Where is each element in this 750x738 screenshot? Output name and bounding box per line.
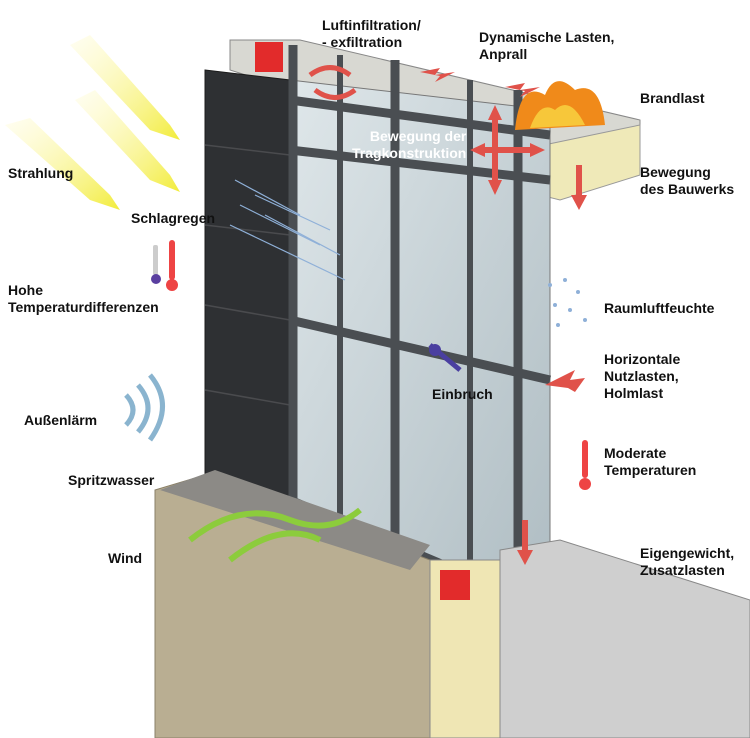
floor-right — [499, 539, 750, 738]
fire-protection-red — [255, 42, 283, 72]
label-horizontale-nutzlasten: Horizontale Nutzlasten, Holmlast — [604, 351, 681, 401]
label-eigengewicht: Eigengewicht, Zusatzlasten — [640, 545, 735, 578]
label-spritzwasser: Spritzwasser — [68, 472, 155, 488]
label-bewegung-tragkonstruktion: Bewegung der Tragkonstruktion — [352, 128, 467, 161]
label-moderate-temperaturen: Moderate Temperaturen — [604, 445, 697, 478]
burglary-tool-icon — [428, 343, 462, 372]
wind-arrows — [188, 507, 362, 563]
label-strahlung: Strahlung — [8, 165, 74, 181]
label-bewegung-bauwerk: Bewegung des Bauwerks — [640, 164, 735, 197]
intermediate-mullions — [337, 55, 473, 580]
label-aussenlaerm: Außenlärm — [24, 412, 98, 428]
thermometer-icons — [151, 240, 591, 490]
fire-icon — [515, 81, 605, 130]
label-luftinfiltration: Luftinfiltration/ - exfiltration — [322, 17, 421, 50]
sound-waves-icon — [124, 373, 165, 442]
load-arrows — [308, 65, 587, 565]
wall-joints — [204, 144, 291, 406]
label-einbruch: Einbruch — [432, 386, 493, 402]
label-schlagregen: Schlagregen — [131, 210, 216, 226]
masonry-wall — [204, 69, 291, 501]
label-raumluftfeuchte: Raumluftfeuchte — [604, 300, 715, 316]
label-temperaturdifferenzen: Hohe Temperaturdifferenzen — [8, 282, 159, 315]
driving-rain — [229, 179, 346, 281]
humidity-drops — [548, 278, 587, 327]
label-dynamische-lasten: Dynamische Lasten, Anprall — [479, 29, 615, 62]
sun-rays — [5, 35, 180, 210]
label-wind: Wind — [108, 550, 143, 566]
label-brandlast: Brandlast — [640, 90, 705, 106]
red-seal — [440, 570, 470, 600]
